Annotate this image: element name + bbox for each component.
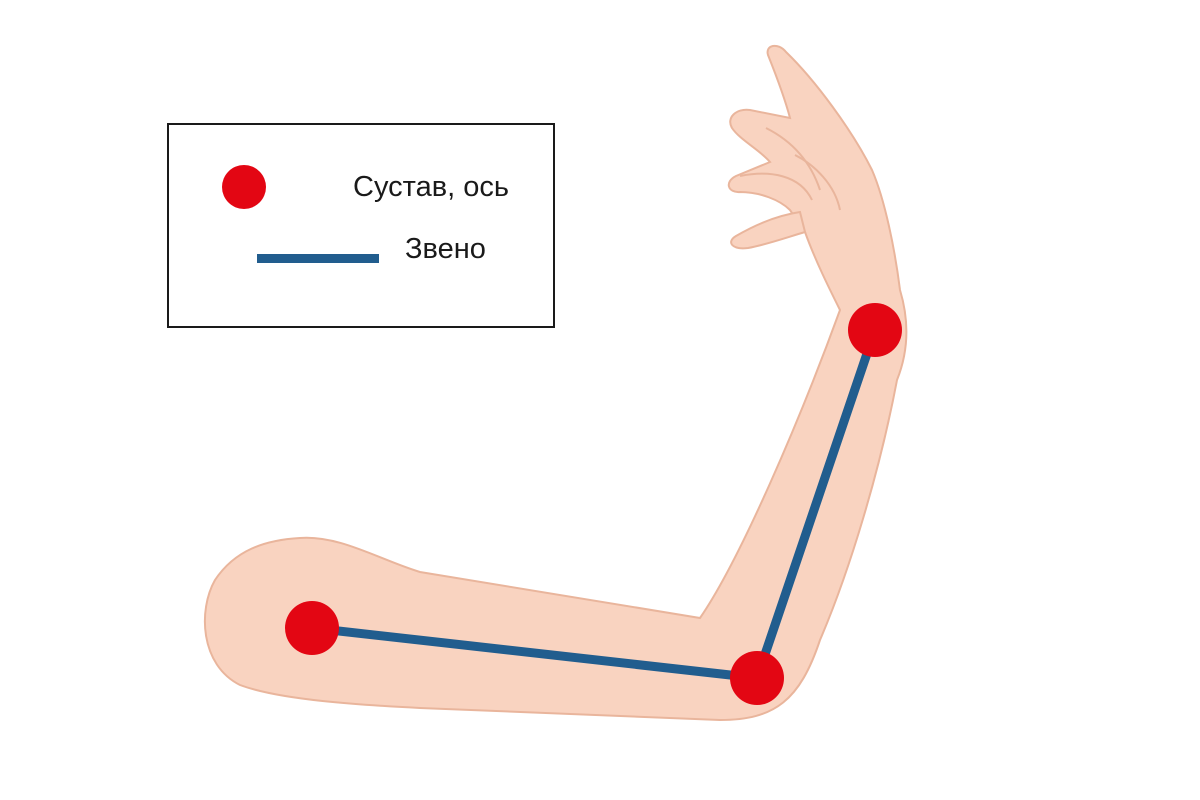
legend-joint-label: Сустав, ось	[353, 170, 509, 203]
legend-row-joint: Сустав, ось	[169, 165, 509, 209]
finger-line-2	[739, 172, 813, 201]
finger-lower	[730, 210, 807, 250]
legend-link-label: Звено	[405, 233, 486, 265]
red-circle-icon	[222, 165, 266, 209]
shoulder-joint	[285, 601, 339, 655]
arm-shape	[204, 44, 908, 722]
finger-line-1	[765, 127, 821, 191]
blue-bar-icon	[257, 254, 379, 263]
upper-arm-link	[307, 623, 762, 683]
finger-line-3	[794, 154, 841, 211]
arm-links	[307, 325, 880, 683]
legend-joint-slot	[169, 165, 309, 209]
legend-box: Сустав, ось Звено	[167, 123, 555, 328]
wrist-joint	[848, 303, 902, 357]
elbow-joint	[730, 651, 784, 705]
arm-joints	[285, 303, 902, 705]
legend-row-link: Звено	[169, 233, 486, 266]
arm-silhouette	[204, 44, 908, 722]
forearm-link	[752, 325, 880, 683]
